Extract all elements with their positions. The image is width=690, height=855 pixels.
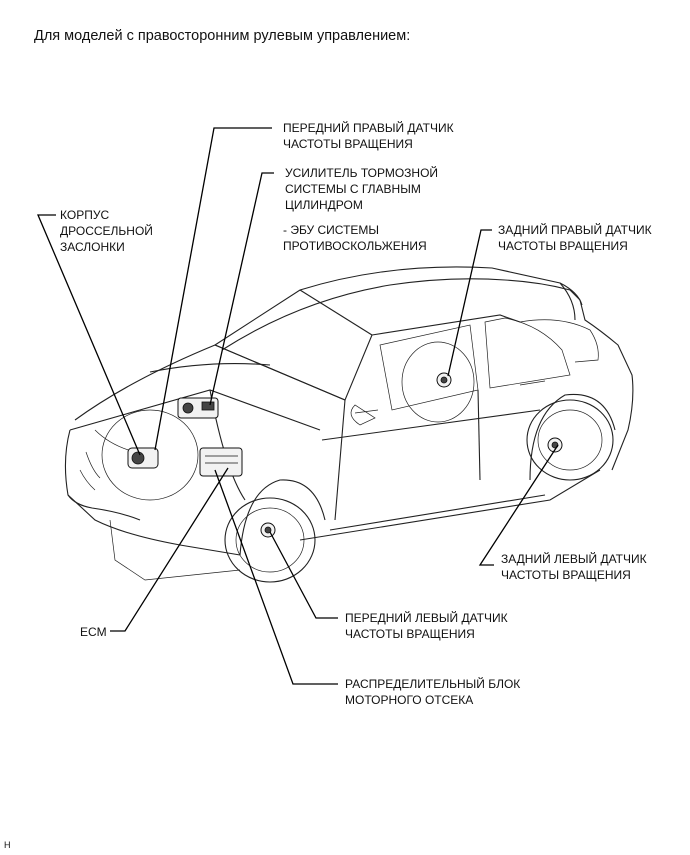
label-rear-right-speed-sensor: ЗАДНИЙ ПРАВЫЙ ДАТЧИК ЧАСТОТЫ ВРАЩЕНИЯ (498, 223, 652, 253)
label-rear-left-speed-sensor: ЗАДНИЙ ЛЕВЫЙ ДАТЧИК ЧАСТОТЫ ВРАЩЕНИЯ (501, 552, 647, 582)
throttle-body-part (127, 447, 159, 469)
label-skid-control-ecu: - ЭБУ СИСТЕМЫ ПРОТИВОСКОЛЬЖЕНИЯ (283, 223, 427, 253)
figure-code: H (4, 840, 11, 850)
label-engine-relay-box: РАСПРЕДЕЛИТЕЛЬНЫЙ БЛОК МОТОРНОГО ОТСЕКА (345, 677, 521, 707)
car-outline (64, 266, 634, 583)
label-front-right-speed-sensor: ПЕРЕДНИЙ ПРАВЫЙ ДАТЧИК ЧАСТОТЫ ВРАЩЕНИЯ (283, 121, 454, 151)
rear-right-sensor-part (436, 372, 452, 388)
label-ecm: ECM (80, 625, 107, 639)
front-left-sensor-part (260, 522, 276, 538)
label-brake-booster: УСИЛИТЕЛЬ ТОРМОЗНОЙ СИСТЕМЫ С ГЛАВНЫМ ЦИ… (285, 166, 439, 212)
rear-left-sensor-part (547, 437, 563, 453)
label-front-left-speed-sensor: ПЕРЕДНИЙ ЛЕВЫЙ ДАТЧИК ЧАСТОТЫ ВРАЩЕНИЯ (345, 611, 508, 641)
engine-relay-box-part (199, 447, 243, 477)
brake-booster-part (177, 397, 219, 419)
diagram-header: Для моделей с правосторонним рулевым упр… (34, 28, 411, 44)
leader-lines (37, 127, 559, 685)
label-throttle-body: КОРПУС ДРОССЕЛЬНОЙ ЗАСЛОНКИ (60, 208, 153, 254)
